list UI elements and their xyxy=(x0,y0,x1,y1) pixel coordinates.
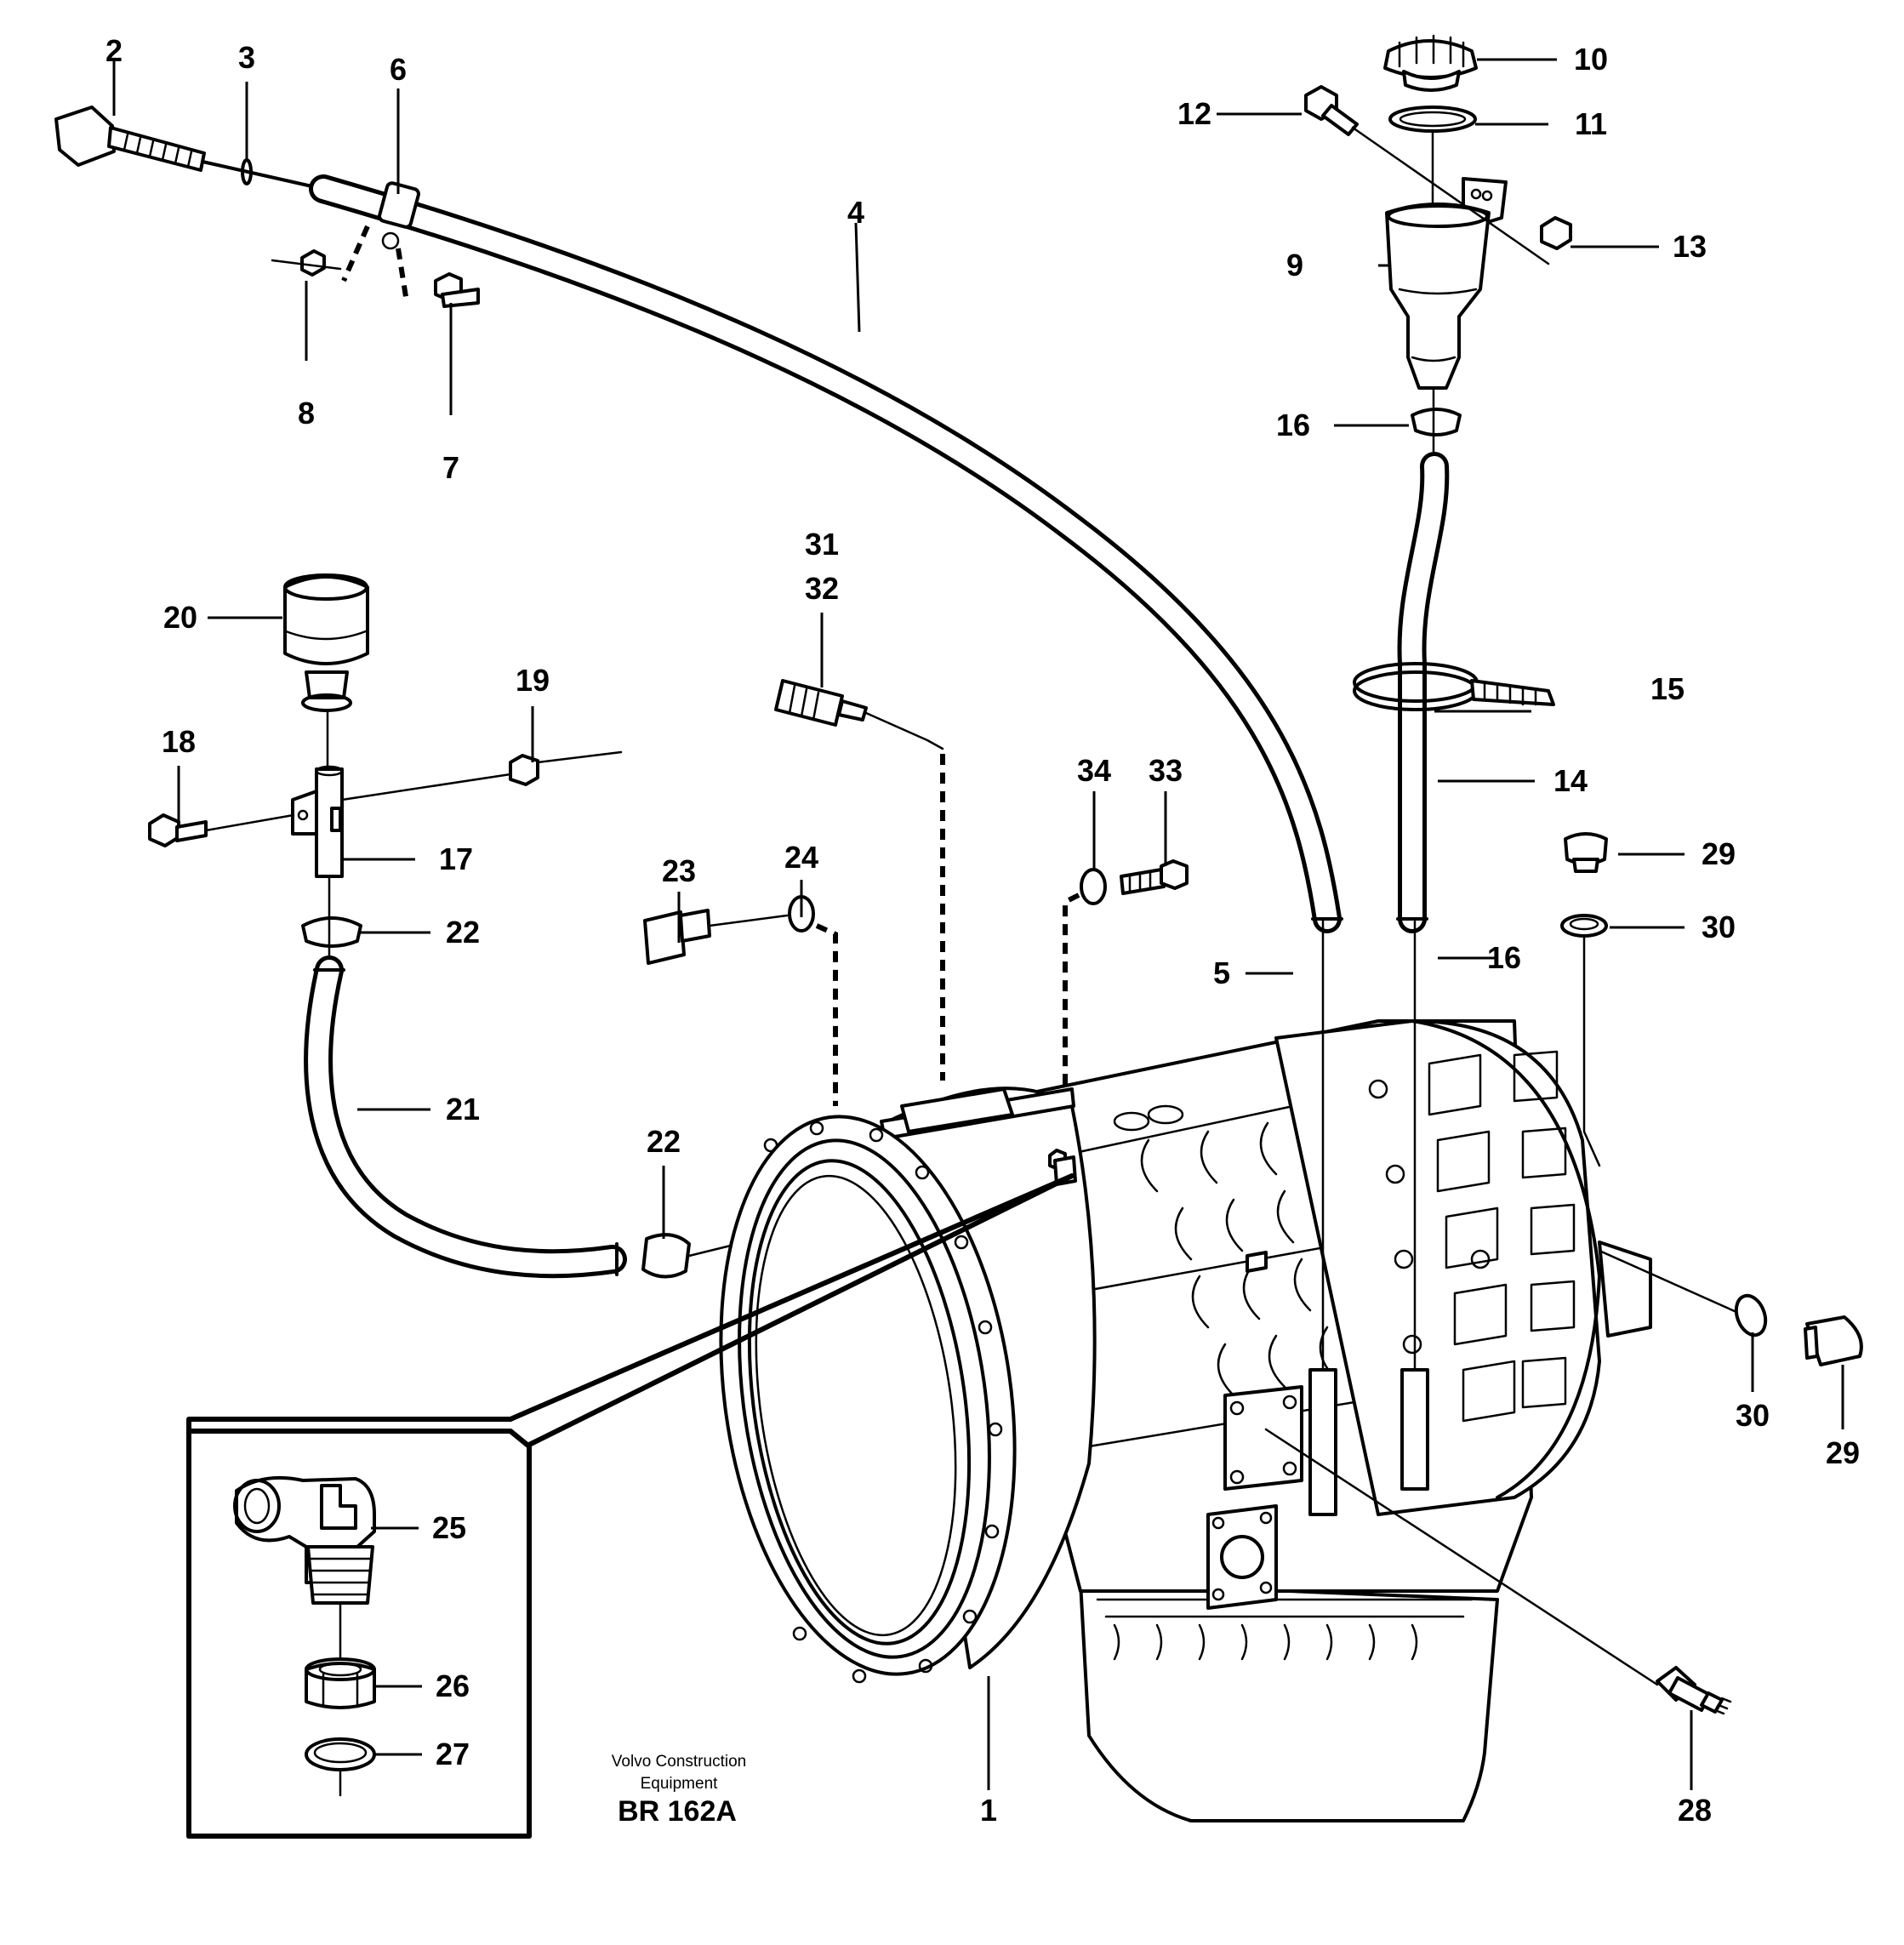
label-13: 13 xyxy=(1673,229,1707,264)
label-30-upper: 30 xyxy=(1702,910,1736,944)
label-19: 19 xyxy=(516,663,550,698)
drain-plugs xyxy=(1560,832,1863,1366)
label-4: 4 xyxy=(847,195,864,230)
rear-boss xyxy=(1598,1241,1652,1338)
screw-33 xyxy=(1120,868,1166,895)
label-7: 7 xyxy=(442,450,459,485)
label-14: 14 xyxy=(1553,763,1588,798)
label-29-upper: 29 xyxy=(1702,836,1736,871)
label-22-lower: 22 xyxy=(647,1124,681,1159)
breather-20 xyxy=(283,575,369,665)
label-23: 23 xyxy=(662,853,696,888)
cover-plate xyxy=(1223,1385,1303,1491)
label-18: 18 xyxy=(162,724,196,759)
label-2: 2 xyxy=(105,33,123,68)
seal-ring-11 xyxy=(1388,106,1477,133)
clamp-22-upper xyxy=(301,916,362,948)
label-11: 11 xyxy=(1575,106,1607,141)
label-1: 1 xyxy=(980,1793,997,1828)
filler-hose-14 xyxy=(1353,452,1555,933)
nut-8 xyxy=(300,249,326,277)
plug-23 xyxy=(643,910,686,965)
screw-18 xyxy=(148,813,180,847)
dipstick-assembly xyxy=(54,106,325,191)
clamp-6 xyxy=(378,181,420,229)
label-12: 12 xyxy=(1177,96,1211,131)
nut-13 xyxy=(1540,216,1572,250)
label-16-top: 16 xyxy=(1276,408,1310,442)
label-26: 26 xyxy=(436,1668,470,1703)
label-3: 3 xyxy=(238,40,255,75)
caption-line-2: Equipment xyxy=(641,1775,719,1793)
label-28: 28 xyxy=(1678,1793,1712,1828)
sensor-28 xyxy=(1264,1428,1732,1715)
label-5: 5 xyxy=(1213,955,1230,990)
clamp-16-top xyxy=(1411,408,1462,436)
breather-fitting-17 xyxy=(315,767,344,878)
detail-inset xyxy=(186,1417,532,1839)
dipstick-rod xyxy=(201,160,325,191)
label-8: 8 xyxy=(298,396,315,431)
label-30-lower: 30 xyxy=(1736,1398,1770,1433)
clamp-22-lower xyxy=(641,1233,691,1279)
leader-lines xyxy=(112,58,1844,1790)
label-34: 34 xyxy=(1077,753,1111,788)
transmission-housing-1 xyxy=(719,917,1652,1822)
rear-housing xyxy=(1274,1019,1601,1516)
label-22-upper: 22 xyxy=(446,915,480,950)
pto-flange xyxy=(1206,1504,1278,1610)
label-10: 10 xyxy=(1574,42,1608,77)
caption-line-1: Volvo Construction xyxy=(612,1753,746,1771)
nut-26 xyxy=(305,1662,376,1709)
dipstick-handle xyxy=(54,106,116,167)
label-24: 24 xyxy=(784,840,818,875)
part-labels: 2 3 6 4 8 7 10 11 12 13 9 16 15 14 16 5 … xyxy=(105,33,1860,1828)
label-25: 25 xyxy=(432,1510,466,1545)
label-33: 33 xyxy=(1149,753,1183,788)
label-29-lower: 29 xyxy=(1826,1435,1860,1470)
label-27: 27 xyxy=(436,1737,470,1771)
dipstick-thread xyxy=(107,126,206,172)
label-32: 32 xyxy=(805,571,839,606)
front-flange xyxy=(719,1115,1017,1676)
filler-assembly xyxy=(1304,34,1572,461)
caption: Volvo Construction Equipment BR 162A xyxy=(612,1753,746,1828)
label-17: 17 xyxy=(439,841,473,876)
label-6: 6 xyxy=(390,52,407,87)
label-16-bottom: 16 xyxy=(1487,940,1521,975)
breather-assembly xyxy=(148,573,623,963)
oil-pan xyxy=(1079,1581,1499,1822)
sensors-and-plugs xyxy=(643,679,1189,1143)
washer-30-lower xyxy=(1734,1293,1768,1338)
sensor-31-32 xyxy=(774,679,844,727)
detail-pointer xyxy=(508,1173,1075,1447)
label-20: 20 xyxy=(163,600,197,635)
label-15: 15 xyxy=(1650,671,1685,706)
caption-code: BR 162A xyxy=(618,1795,737,1828)
label-9: 9 xyxy=(1286,248,1303,282)
label-31: 31 xyxy=(805,527,839,562)
plug-29-lower xyxy=(1805,1315,1863,1366)
seal-ring-34 xyxy=(1080,868,1107,905)
dipstick-tube-4 xyxy=(271,174,1343,933)
label-21: 21 xyxy=(446,1092,480,1127)
plug-19 xyxy=(509,754,539,786)
